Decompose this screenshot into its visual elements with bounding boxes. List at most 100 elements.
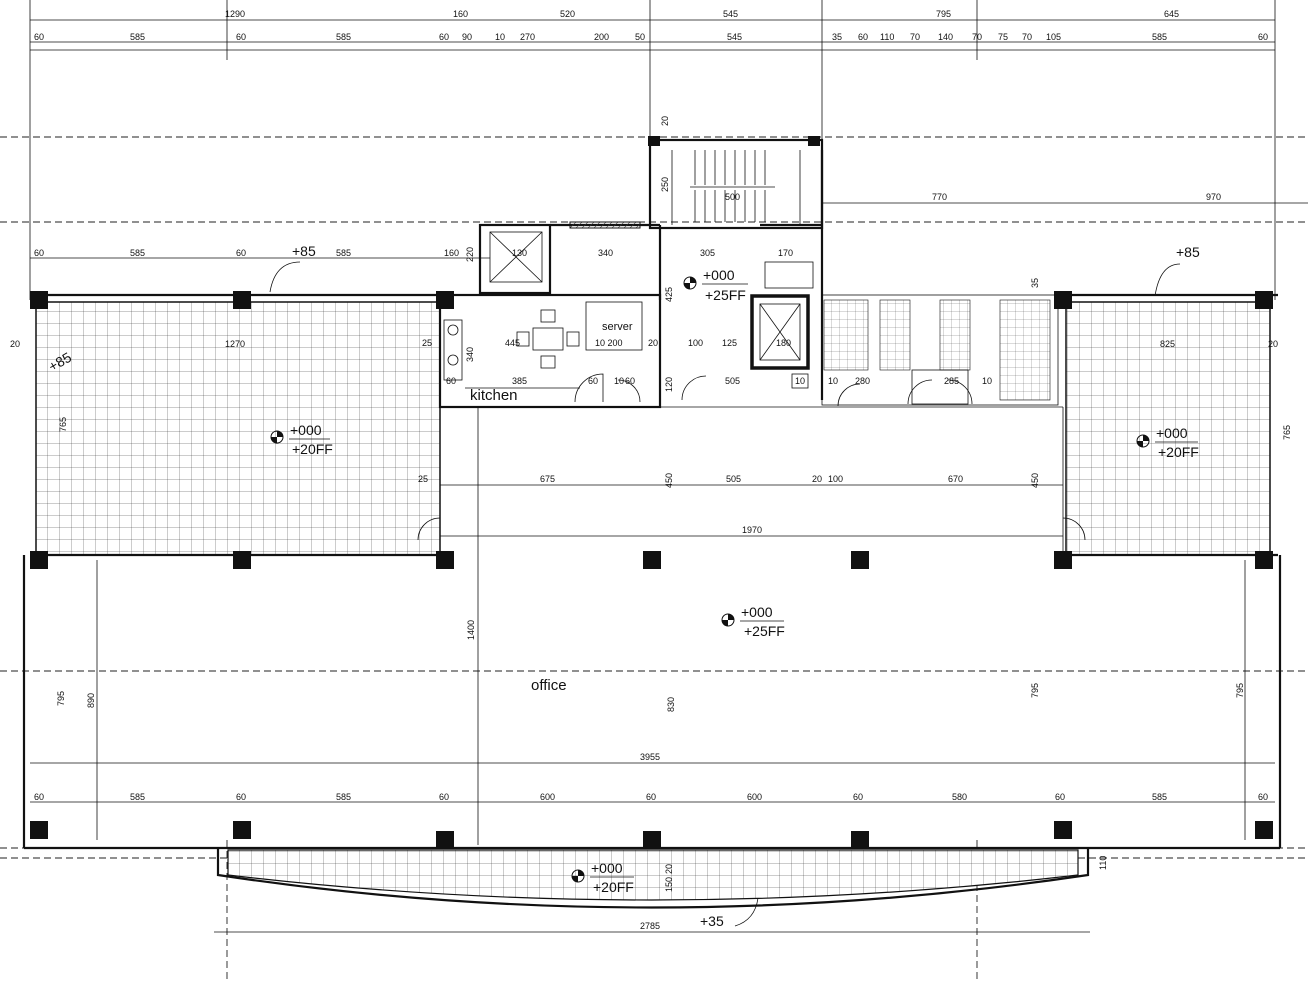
dim: 500: [725, 192, 740, 202]
dim: 585: [1152, 792, 1167, 802]
stair-treads: [690, 150, 775, 222]
dim: 445: [505, 338, 520, 348]
dim: 830: [666, 697, 676, 712]
dim: 970: [1206, 192, 1221, 202]
dim: 150: [664, 877, 674, 892]
dim: 585: [336, 792, 351, 802]
dim: 825: [1160, 339, 1175, 349]
dim: 1970: [742, 525, 762, 535]
level-value: +25FF: [705, 287, 746, 303]
dim: 450: [1030, 473, 1040, 488]
dim: 20: [660, 116, 670, 126]
dim: 1400: [466, 620, 476, 640]
dim: 645: [1164, 9, 1179, 19]
dim: 425: [664, 287, 674, 302]
dim: 1290: [225, 9, 245, 19]
level-marker-right-terrace: +000 +20FF: [1136, 425, 1199, 460]
dim: 125: [722, 338, 737, 348]
room-label-office: office: [531, 677, 567, 694]
dim: 20: [10, 339, 20, 349]
level-value: +000: [1156, 425, 1188, 441]
dim: 60: [439, 32, 449, 42]
right-terrace: 825 20 765 +000 +20FF: [1055, 293, 1292, 557]
dim: 545: [723, 9, 738, 19]
dim: 795: [56, 691, 66, 706]
dim: 60: [34, 792, 44, 802]
dim: 600: [747, 792, 762, 802]
level-mark: +85: [1176, 244, 1200, 260]
dim: 35: [1030, 278, 1040, 288]
dim: 795: [936, 9, 951, 19]
dim: 285: [944, 376, 959, 386]
dim: 25: [422, 338, 432, 348]
level-mark: +85: [292, 243, 316, 259]
dim: 130: [512, 248, 527, 258]
dim: 60: [588, 376, 598, 386]
dim: 105: [1046, 32, 1061, 42]
level-marker-office: +000 +25FF: [721, 604, 785, 639]
dim: 545: [727, 32, 742, 42]
dim: 60: [446, 376, 456, 386]
dim: 100: [828, 474, 843, 484]
dim: 505: [726, 474, 741, 484]
dim: 385: [512, 376, 527, 386]
dim: 340: [598, 248, 613, 258]
dim: 2785: [640, 921, 660, 931]
level-marker-left-terrace: +000 +20FF: [270, 422, 333, 457]
level-value: +000: [591, 860, 623, 876]
dim: 90: [462, 32, 472, 42]
level-mark: +35: [700, 913, 724, 929]
dim: 70: [1022, 32, 1032, 42]
dim: 280: [855, 376, 870, 386]
dim: 200: [594, 32, 609, 42]
dim: 20: [1268, 339, 1278, 349]
dim: 10: [614, 376, 624, 386]
dim: 765: [58, 417, 68, 432]
dim: 20: [648, 338, 658, 348]
level-marker-balcony: +000 +20FF: [571, 860, 634, 895]
dim: 670: [948, 474, 963, 484]
dim: 795: [1030, 683, 1040, 698]
columns: [30, 291, 1273, 849]
dim: 110: [1098, 856, 1108, 870]
dim: 60: [625, 376, 635, 386]
level-value: +000: [741, 604, 773, 620]
dim: 140: [938, 32, 953, 42]
stair-core: 20 250 500 770 970: [648, 116, 1308, 230]
dim: 585: [336, 32, 351, 42]
dim: 70: [910, 32, 920, 42]
level-value: +20FF: [1158, 444, 1199, 460]
dim: 3955: [640, 752, 660, 762]
balcony: 110 20 150 +000 +20FF 2785 +35: [214, 848, 1108, 933]
dim: 75: [998, 32, 1008, 42]
dim: 160: [453, 9, 468, 19]
dim: 60: [1258, 792, 1268, 802]
level-value: +20FF: [593, 879, 634, 895]
dim: 585: [1152, 32, 1167, 42]
dim: 270: [520, 32, 535, 42]
dim: 60: [236, 248, 246, 258]
dim: 60: [34, 32, 44, 42]
dim: 340: [465, 347, 475, 362]
dim: 70: [972, 32, 982, 42]
dim: 675: [540, 474, 555, 484]
dim: 10 200: [595, 338, 623, 348]
dim: 585: [336, 248, 351, 258]
dim: 795: [1235, 683, 1245, 698]
dim: 180: [776, 338, 791, 348]
dim: 10: [828, 376, 838, 386]
dim: 250: [660, 177, 670, 192]
bottom-dimension-row: 60 585 60 585 60 600 60 600 60 580 60 58…: [30, 792, 1275, 803]
dim: 20: [664, 864, 674, 874]
dim: 60: [439, 792, 449, 802]
dim: 160: [444, 248, 459, 258]
dim: 890: [86, 693, 96, 708]
level-value: +000: [290, 422, 322, 438]
dim: 10: [795, 376, 805, 386]
level-marker-core: +000 +25FF: [683, 267, 748, 303]
dim: 585: [130, 248, 145, 258]
dim: 60: [236, 32, 246, 42]
dim: 60: [853, 792, 863, 802]
top-dimension-row-1: 1290 160 520 545 795 645: [30, 9, 1275, 21]
